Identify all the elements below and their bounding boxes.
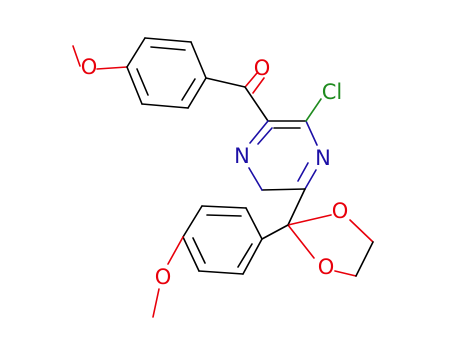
dioxolane-upper-oxygen-label: O xyxy=(332,199,349,223)
chlorine-label: Cl xyxy=(322,80,343,104)
dioxolane-carbon-carbon-bond xyxy=(355,241,374,277)
upper-ring-bond-2 xyxy=(144,37,192,43)
dioxolane-ring xyxy=(287,188,374,277)
pyrazine-n1-c2-inner-bond xyxy=(257,127,273,145)
lower-ring-inner-bond-1 xyxy=(237,243,253,268)
carbonyl-pyrazine-bond xyxy=(244,86,269,122)
lower-ring-inner-bond-2 xyxy=(192,237,206,264)
lower-ring-bond-1 xyxy=(242,238,263,275)
upper-ring-bond-1 xyxy=(126,37,146,68)
pyrazine-ketal-bond xyxy=(287,188,306,226)
ketal-upper-oxygen-bond xyxy=(287,214,332,226)
pyrazine-n4-c5-bond xyxy=(304,169,317,190)
dioxolane-lower-ch2-bond xyxy=(334,270,357,277)
pyrazine-n1-c2-bond xyxy=(249,120,269,144)
dioxolane-upper-ch2-bond xyxy=(349,219,374,243)
upper-methyl-ether-bond xyxy=(72,45,81,67)
upper-ring-bond-5 xyxy=(141,103,189,109)
pyrazine-ring xyxy=(248,98,322,191)
dioxolane-lower-oxygen-label: O xyxy=(318,255,335,279)
lower-ether-oxygen-label: O xyxy=(155,265,172,289)
pyrazine-nitrogen-4-label: N xyxy=(315,146,331,170)
carbonyl-double-bond-inner xyxy=(252,77,265,94)
upper-ring-inner-bond-2 xyxy=(181,78,196,101)
carbonyl-oxygen-label: O xyxy=(254,56,271,80)
lower-ring-bond-2 xyxy=(198,270,244,275)
lower-ring-bond-4 xyxy=(182,205,203,238)
pyrazine-n4-c5-inner-bond xyxy=(297,162,309,182)
pyrazine-chloro-bond xyxy=(305,98,322,122)
lower-methyl-ether-bond xyxy=(152,288,160,318)
lower-aryl-ether-bond xyxy=(167,236,184,265)
lower-methoxyphenyl-group xyxy=(152,205,289,318)
upper-ring-inner-bond-1 xyxy=(150,46,186,51)
lower-ring-bond-6 xyxy=(245,207,263,240)
upper-aryl-ether-bond xyxy=(96,66,128,70)
upper-methoxyphenyl-group xyxy=(72,37,246,109)
lower-ring-bond-5 xyxy=(201,205,247,209)
upper-ring-bond-4 xyxy=(187,77,207,109)
upper-ether-oxygen-label: O xyxy=(81,55,98,79)
lower-ring-bond-3 xyxy=(182,236,200,272)
ketone-group xyxy=(244,72,269,122)
aryl-carbonyl-bond xyxy=(205,77,246,88)
carbonyl-double-bond-outer xyxy=(245,72,258,87)
ketal-lower-oxygen-bond xyxy=(287,224,315,259)
upper-ring-bond-3 xyxy=(190,41,207,79)
pyrazine-c3-n4-bond xyxy=(305,120,318,146)
ketal-aryl-bond xyxy=(261,224,289,240)
upper-ring-bond-6 xyxy=(126,66,143,105)
pyrazine-c5-c6-bond xyxy=(261,188,306,191)
upper-ring-inner-bond-3 xyxy=(136,68,149,96)
pyrazine-c6-n1-bond xyxy=(248,167,263,191)
pyrazine-nitrogen-1-label: N xyxy=(234,144,250,168)
lower-ring-inner-bond-3 xyxy=(206,214,242,217)
